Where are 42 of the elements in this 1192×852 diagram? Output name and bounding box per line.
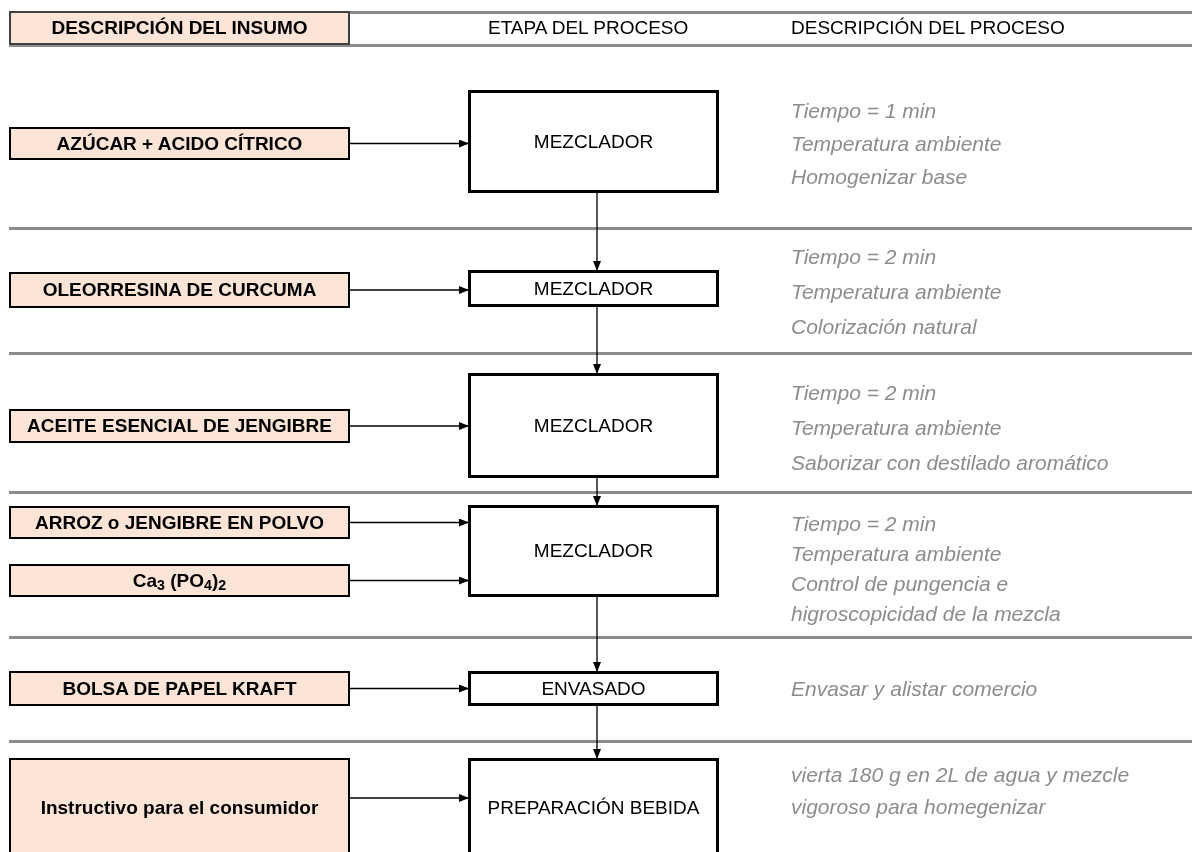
input-box: ACEITE ESENCIAL DE JENGIBRE [9, 409, 350, 443]
arrow [349, 518, 469, 527]
input-box: Instructivo para el consumidor [9, 758, 350, 852]
arrow [349, 794, 469, 802]
input-box: OLEORRESINA DE CURCUMA [9, 272, 350, 308]
process-note: Colorización natural [791, 314, 978, 340]
process-note: Temperatura ambiente [791, 541, 1003, 567]
input-box: ARROZ o JENGIBRE EN POLVO [9, 506, 350, 539]
process-box: PREPARACIÓN BEBIDA [468, 758, 719, 852]
process-note: Homogenizar base [791, 164, 969, 190]
process-note: Temperatura ambiente [791, 415, 1003, 441]
process-note: Tiempo = 2 min [791, 380, 938, 406]
process-note: Temperatura ambiente [791, 279, 1003, 305]
process-box: MEZCLADOR [468, 270, 719, 307]
heading-box: DESCRIPCIÓN DEL INSUMO [9, 11, 350, 45]
arrow [593, 705, 601, 759]
process-note: Envasar y alistar comercio [791, 676, 1039, 702]
process-note: Tiempo = 2 min [791, 244, 938, 270]
input-box: AZÚCAR + ACIDO CÍTRICO [9, 127, 350, 160]
arrow [593, 192, 601, 271]
process-note: Control de pungencia e higroscopicidad de la mezcla [791, 571, 1062, 627]
process-note: Temperatura ambiente [791, 131, 1003, 157]
process-note: Tiempo = 1 min [791, 98, 938, 124]
column-heading: ETAPA DEL PROCESO [488, 16, 689, 40]
arrow [349, 576, 469, 585]
arrow [593, 306, 601, 374]
arrow [593, 596, 601, 672]
arrow [349, 139, 469, 148]
arrow [349, 422, 469, 430]
process-note: Tiempo = 2 min [791, 511, 938, 537]
process-box: MEZCLADOR [468, 373, 719, 478]
input-box: Ca$_{3}$ (PO$_{4}$)$_{2}$ [9, 564, 350, 597]
process-box: ENVASADO [468, 671, 719, 706]
input-box: BOLSA DE PAPEL KRAFT [9, 671, 350, 706]
arrow [349, 684, 469, 693]
arrow [349, 286, 469, 294]
column-heading: DESCRIPCIÓN DEL PROCESO [791, 16, 1065, 40]
process-box: MEZCLADOR [468, 505, 719, 597]
process-box: MEZCLADOR [468, 90, 719, 193]
arrow [593, 477, 601, 506]
process-note: Saborizar con destilado aromático [791, 450, 1110, 476]
process-note: vierta 180 g en 2L de agua y mezcle vigoroso para homegenizar [791, 762, 1131, 820]
